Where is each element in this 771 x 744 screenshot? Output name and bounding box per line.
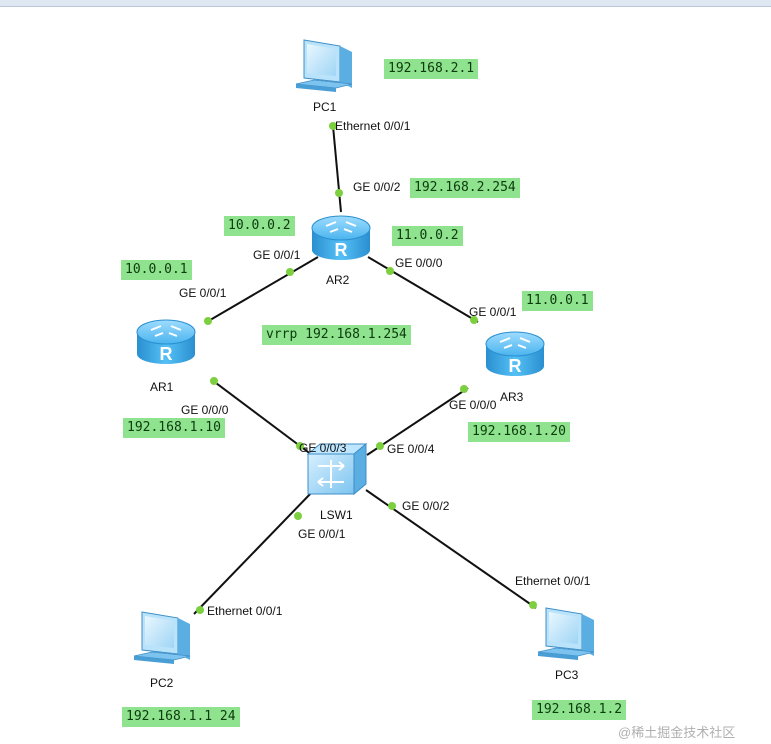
window-top-edge	[0, 0, 771, 7]
port-label: GE 0/0/0	[395, 256, 443, 270]
router-icon[interactable]: R	[311, 215, 371, 260]
port-dot	[210, 377, 218, 385]
link-lsw1-pc3[interactable]	[365, 489, 537, 609]
links	[193, 125, 537, 615]
ip-tag-ar1-ge001: 10.0.0.1	[121, 260, 192, 280]
ip-tag-ar2-ge001: 10.0.0.2	[224, 216, 295, 236]
port-label: GE 0/0/3	[299, 441, 347, 455]
port-label: GE 0/0/0	[449, 398, 497, 412]
link-ar1-lsw1[interactable]	[211, 379, 313, 456]
ip-tag-ar1-ge000: 192.168.1.10	[123, 418, 225, 438]
port-label: GE 0/0/1	[469, 305, 517, 319]
port-dot	[376, 442, 384, 450]
vrrp-tag: vrrp 192.168.1.254	[262, 325, 411, 345]
port-label: GE 0/0/1	[298, 527, 346, 541]
link-ar3-lsw1[interactable]	[366, 387, 469, 456]
port-label: GE 0/0/1	[179, 286, 227, 300]
port-label: GE 0/0/2	[402, 499, 450, 513]
svg-text:R: R	[509, 356, 522, 376]
port-dot	[529, 601, 537, 609]
port-label: Ethernet 0/0/1	[335, 119, 411, 133]
ip-tag-pc3: 192.168.1.2	[532, 700, 627, 720]
link-pc1-ar2[interactable]	[332, 125, 342, 213]
port-dot	[388, 502, 396, 510]
port-dot	[294, 512, 302, 520]
port-dot	[386, 267, 394, 275]
device-name-ar1: AR1	[150, 380, 174, 394]
pc-icon[interactable]	[295, 39, 353, 92]
device-name-ar2: AR2	[326, 273, 350, 287]
port-dots	[196, 122, 537, 614]
port-dot	[329, 122, 337, 130]
port-label: GE 0/0/1	[253, 248, 301, 262]
watermark: @稀土掘金技术社区	[618, 725, 736, 740]
switch-icon[interactable]	[306, 442, 368, 496]
device-name-pc2: PC2	[150, 676, 174, 690]
svg-text:R: R	[335, 240, 348, 260]
port-label: Ethernet 0/0/1	[515, 574, 591, 588]
pc-icon[interactable]	[537, 607, 595, 660]
device-name-lsw1: LSW1	[320, 508, 353, 522]
link-ar2-ar1[interactable]	[204, 256, 319, 324]
router-icon[interactable]: R	[136, 319, 196, 364]
ip-tag-ar3-ge001: 11.0.0.1	[522, 291, 593, 311]
port-dot	[196, 606, 204, 614]
port-label: GE 0/0/2	[353, 180, 401, 194]
port-label: Ethernet 0/0/1	[207, 604, 283, 618]
device-name-pc1: PC1	[313, 100, 337, 114]
ip-tag-pc2: 192.168.1.1 24	[122, 707, 240, 727]
port-dot	[460, 385, 468, 393]
device-name-pc3: PC3	[555, 668, 579, 682]
pc-icon[interactable]	[133, 611, 191, 664]
router-icon[interactable]: R	[485, 331, 545, 376]
port-dot	[204, 317, 212, 325]
port-dot	[470, 316, 478, 324]
link-lsw1-pc2[interactable]	[193, 489, 315, 615]
ip-tag-pc1: 192.168.2.1	[384, 59, 479, 79]
ip-tag-ar2-ge002: 192.168.2.254	[410, 178, 520, 198]
port-label: GE 0/0/4	[387, 442, 435, 456]
port-dot	[296, 442, 304, 450]
svg-text:R: R	[160, 344, 173, 364]
port-dot	[286, 268, 294, 276]
port-label: GE 0/0/0	[181, 403, 229, 417]
link-ar2-ar3[interactable]	[367, 256, 479, 323]
device-name-ar3: AR3	[500, 390, 524, 404]
port-dot	[335, 189, 343, 197]
ip-tag-ar2-ge000: 11.0.0.2	[392, 226, 463, 246]
ip-tag-ar3-ge000: 192.168.1.20	[468, 422, 570, 442]
